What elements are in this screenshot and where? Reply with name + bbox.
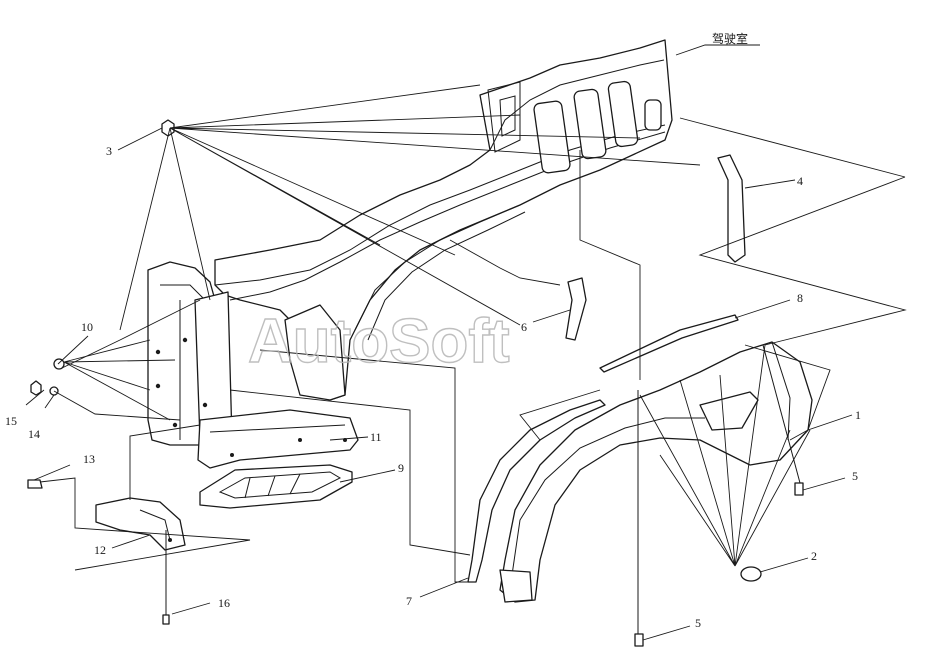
callout-7: 7 [406, 594, 412, 608]
label-cab: 驾驶室 [712, 31, 748, 46]
bracket-middle [565, 277, 587, 341]
leader-lines [25, 44, 907, 641]
callout-8: 8 [797, 291, 803, 305]
callout-6: 6 [521, 320, 527, 334]
mount-bracket [95, 497, 186, 551]
callout-12: 12 [94, 543, 106, 557]
callout-15: 15 [5, 414, 17, 428]
wheel-arch-strip [467, 399, 606, 583]
callout-5a: 5 [852, 469, 858, 483]
callout-14: 14 [28, 427, 40, 441]
callout-labels: 驾驶室 3 1 2 4 5 5 6 7 8 9 10 11 12 13 14 1… [5, 31, 861, 630]
step-bracket [197, 409, 359, 469]
rear-fender [499, 341, 813, 603]
trim-strip [599, 314, 739, 373]
step-tread [199, 464, 353, 509]
callout-10: 10 [81, 320, 93, 334]
callout-4: 4 [797, 174, 803, 188]
callout-16: 16 [218, 596, 230, 610]
callout-13: 13 [83, 452, 95, 466]
callout-5b: 5 [695, 616, 701, 630]
hardware [27, 119, 804, 647]
cab-side-frame [214, 39, 673, 401]
callout-2: 2 [811, 549, 817, 563]
callout-3: 3 [106, 144, 112, 158]
callout-11: 11 [370, 430, 382, 444]
watermark: AutoSoft [248, 307, 510, 376]
callout-9: 9 [398, 461, 404, 475]
bracket-upper-right [717, 154, 746, 263]
callout-1: 1 [855, 408, 861, 422]
